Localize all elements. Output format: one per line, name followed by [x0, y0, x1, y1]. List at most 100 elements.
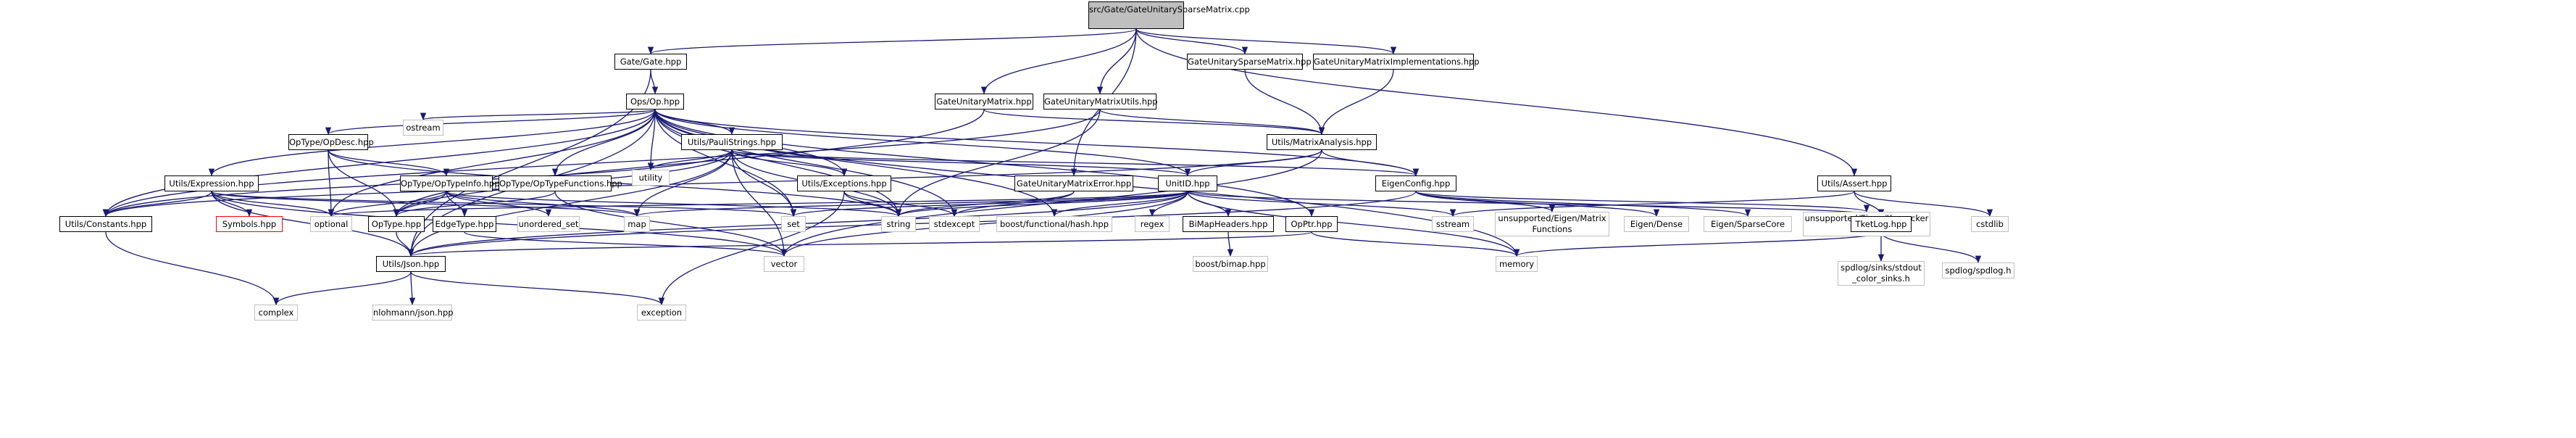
edge-pauli-to-unitid — [731, 149, 1191, 177]
edge-op-to-opptr — [654, 109, 1315, 218]
edge-optypeinfo-to-optional — [328, 191, 447, 218]
node-root-file[interactable]: src/Gate/GateUnitarySparseMatrix.cpp — [1088, 1, 1250, 29]
edge-pauli-to-eigencfg — [731, 149, 1419, 177]
edge-pauli-to-vector — [731, 149, 788, 257]
node-gate-hpp[interactable]: Gate/Gate.hpp — [614, 54, 687, 70]
edge-optype-to-json — [396, 231, 414, 257]
node-utils-expression-hpp[interactable]: Utils/Expression.hpp — [164, 175, 259, 191]
node-stdexcept[interactable]: stdexcept — [929, 216, 980, 232]
edge-root-to-gusm — [1135, 28, 1249, 55]
edge-assert-to-cstdlib — [1854, 191, 1993, 218]
node-utils-matrixanalysis-hpp[interactable]: Utils/MatrixAnalysis.hpp — [1267, 134, 1377, 150]
edge-opptr-to-memory — [1311, 231, 1520, 257]
edge-op-to-opdesc — [325, 109, 656, 136]
node-complex[interactable]: complex — [254, 305, 298, 321]
edge-op-to-stdexcept — [654, 109, 958, 218]
node-gate-unitary-matrix-implementations-hpp[interactable]: GateUnitaryMatrixImplementations.hpp — [1313, 54, 1480, 70]
node-unordered-set[interactable]: unordered_set — [517, 216, 580, 232]
node-utils-assert-hpp[interactable]: Utils/Assert.hpp — [1817, 175, 1891, 191]
node-nlohmann-json-hpp[interactable]: nlohmann/json.hpp — [372, 305, 454, 321]
node-optional[interactable]: optional — [310, 216, 352, 232]
node-gate-unitary-sparse-matrix-hpp[interactable]: GateUnitarySparseMatrix.hpp — [1187, 54, 1312, 70]
node-exception[interactable]: exception — [637, 305, 686, 321]
edge-unitid-to-boosthash — [1051, 191, 1188, 218]
node-utils-paulistrings-hpp[interactable]: Utils/PauliStrings.hpp — [681, 134, 783, 150]
edge-root-to-gumu — [1096, 28, 1137, 95]
node-optype-optypeinfo-hpp[interactable]: OpType/OpTypeInfo.hpp — [400, 175, 500, 191]
node-utils-exceptions-hpp[interactable]: Utils/Exceptions.hpp — [797, 175, 891, 191]
edge-expr-to-set — [211, 191, 796, 218]
node-map[interactable]: map — [624, 216, 650, 232]
node-eigen-dense[interactable]: Eigen/Dense — [1624, 216, 1689, 232]
edge-json-to-exception — [410, 271, 665, 306]
node-unsupported-eigen-matrix-functions[interactable]: unsupported/Eigen/Matrix Functions — [1495, 212, 1609, 236]
node-sstream[interactable]: sstream — [1432, 216, 1474, 232]
edge-gate-to-op — [650, 69, 659, 95]
node-unitid-hpp[interactable]: UnitID.hpp — [1158, 175, 1217, 191]
edge-exceptions-to-string — [843, 191, 902, 218]
edge-matanal-to-eigencfg — [1321, 149, 1420, 177]
node-set[interactable]: set — [781, 216, 806, 232]
edge-json-to-complex — [272, 271, 412, 306]
node-eigenconfig-hpp[interactable]: EigenConfig.hpp — [1375, 175, 1456, 191]
edge-unitid-to-regex — [1149, 191, 1188, 218]
node-utility[interactable]: utility — [632, 170, 670, 186]
node-regex[interactable]: regex — [1135, 216, 1170, 232]
edge-gumu-to-constants — [103, 109, 1101, 218]
edge-op-to-ostream — [420, 109, 656, 121]
edge-optypeinfo-to-string — [446, 191, 901, 218]
node-optype-optypefunctions-hpp[interactable]: OpType/OpTypeFunctions.hpp — [499, 175, 622, 191]
node-cstdlib[interactable]: cstdlib — [1971, 216, 2009, 232]
node-spdlog-spdlog-h[interactable]: spdlog/spdlog.h — [1942, 263, 2014, 278]
edge-root-to-gumi — [1135, 28, 1396, 55]
edge-pauli-to-set — [731, 149, 797, 218]
edge-eigencfg-to-unskron — [1415, 191, 1870, 213]
node-string[interactable]: string — [881, 216, 916, 232]
edge-opdesc-to-optype — [328, 149, 400, 218]
node-gate-unitary-matrix-hpp[interactable]: GateUnitaryMatrix.hpp — [935, 94, 1033, 110]
edge-unitid-to-vector — [780, 191, 1188, 257]
node-gate-unitary-matrix-utils-hpp[interactable]: GateUnitaryMatrixUtils.hpp — [1043, 94, 1158, 110]
edge-matanal-to-constants — [103, 149, 1322, 218]
node-opptr-hpp[interactable]: OpPtr.hpp — [1285, 216, 1338, 232]
edge-gusm-to-matanal — [1244, 69, 1325, 136]
edge-unitid-to-set — [791, 191, 1188, 218]
edge-optypeinfo-to-unordered — [446, 191, 552, 218]
edge-op-to-optional — [328, 109, 656, 218]
node-tketlog-hpp[interactable]: TketLog.hpp — [1851, 216, 1912, 232]
edge-assert-to-sstream — [1450, 191, 1855, 218]
edge-root-to-assert — [1135, 28, 1858, 177]
node-symbols-hpp[interactable]: Symbols.hpp — [216, 216, 283, 232]
node-ostream[interactable]: ostream — [403, 120, 443, 136]
edge-expr-to-vector — [211, 191, 787, 257]
node-vector[interactable]: vector — [764, 256, 804, 272]
edge-optypefn-to-vector — [554, 191, 788, 257]
edge-matanal-to-unitid — [1184, 149, 1322, 177]
node-memory[interactable]: memory — [1496, 256, 1538, 272]
edge-unitid-to-string — [896, 191, 1188, 218]
edge-pauli-to-utility — [647, 149, 733, 171]
node-boost-bimap-hpp[interactable]: boost/bimap.hpp — [1193, 256, 1268, 272]
edge-unitid-to-optional — [328, 191, 1188, 218]
edge-expr-to-constants — [102, 191, 212, 218]
edge-exceptions-to-exception — [658, 191, 845, 306]
node-edgetype-hpp[interactable]: EdgeType.hpp — [433, 216, 496, 232]
edge-opptr-to-json — [408, 231, 1312, 257]
edge-op-to-unitid — [654, 109, 1191, 177]
node-utils-json-hpp[interactable]: Utils/Json.hpp — [376, 256, 446, 272]
node-bimapheaders-hpp[interactable]: BiMapHeaders.hpp — [1183, 216, 1274, 232]
edge-op-to-constants — [102, 109, 656, 218]
node-ops-op-hpp[interactable]: Ops/Op.hpp — [626, 94, 684, 110]
node-optype-hpp[interactable]: OpType.hpp — [368, 216, 425, 232]
edge-expr-to-optional — [211, 191, 335, 218]
edge-unitid-to-map — [634, 191, 1188, 218]
node-optype-opdesc-hpp[interactable]: OpType/OpDesc.hpp — [288, 134, 374, 150]
edge-unitid-to-sstream — [1187, 191, 1456, 218]
node-spdlog-sinks-stdout-color-sinks[interactable]: spdlog/sinks/stdout _color_sinks.h — [1838, 261, 1925, 286]
node-utils-constants-hpp[interactable]: Utils/Constants.hpp — [59, 216, 152, 232]
node-boost-functional-hash-hpp[interactable]: boost/functional/hash.hpp — [996, 216, 1112, 232]
node-eigen-sparsecore[interactable]: Eigen/SparseCore — [1704, 216, 1792, 232]
node-gate-unitary-matrix-error-hpp[interactable]: GateUnitaryMatrixError.hpp — [1014, 175, 1133, 191]
